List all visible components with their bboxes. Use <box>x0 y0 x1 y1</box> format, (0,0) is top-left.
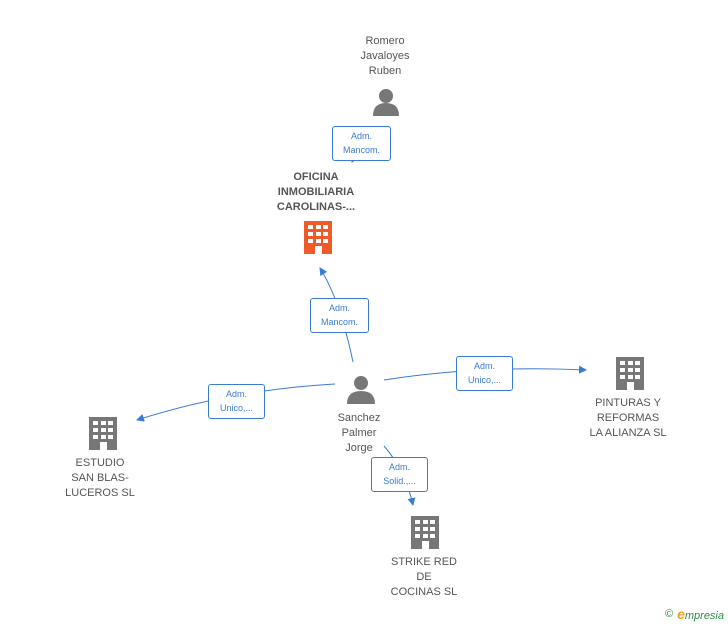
edge-label-sanchez-estudio: Adm. Unico,... <box>208 384 265 419</box>
edge-label-romero-oficina: Adm. Mancom. <box>332 126 391 161</box>
node-label-pinturas[interactable]: PINTURAS Y REFORMAS LA ALIANZA SL <box>589 397 667 439</box>
node-label-sanchez[interactable]: Sanchez Palmer Jorge <box>337 412 381 454</box>
copyright-symbol: © <box>664 608 674 620</box>
node-label-romero[interactable]: Romero Javaloyes Ruben <box>360 35 410 77</box>
edge-label-sanchez-pinturas: Adm. Unico,... <box>456 356 513 391</box>
edge-label-sanchez-oficina: Adm. Mancom. <box>310 298 369 333</box>
building-icon[interactable] <box>411 516 439 549</box>
brand-name: mpresia <box>684 610 724 622</box>
building-icon[interactable] <box>89 417 117 450</box>
person-icon[interactable] <box>347 376 375 404</box>
node-label-oficina[interactable]: OFICINA INMOBILIARIA CAROLINAS-... <box>276 171 356 213</box>
building-icon[interactable] <box>616 357 644 390</box>
edge-label-sanchez-strike: Adm. Solid.,... <box>371 457 428 492</box>
node-label-strike[interactable]: STRIKE RED DE COCINAS SL <box>390 556 458 598</box>
brand-footer: © empresia <box>665 606 724 622</box>
person-icon[interactable] <box>373 89 399 116</box>
node-label-estudio[interactable]: ESTUDIO SAN BLAS- LUCEROS SL <box>65 457 135 499</box>
brand-initial: e <box>677 606 685 622</box>
building-icon[interactable] <box>304 221 332 254</box>
brand-logo[interactable]: empresia <box>677 606 724 622</box>
